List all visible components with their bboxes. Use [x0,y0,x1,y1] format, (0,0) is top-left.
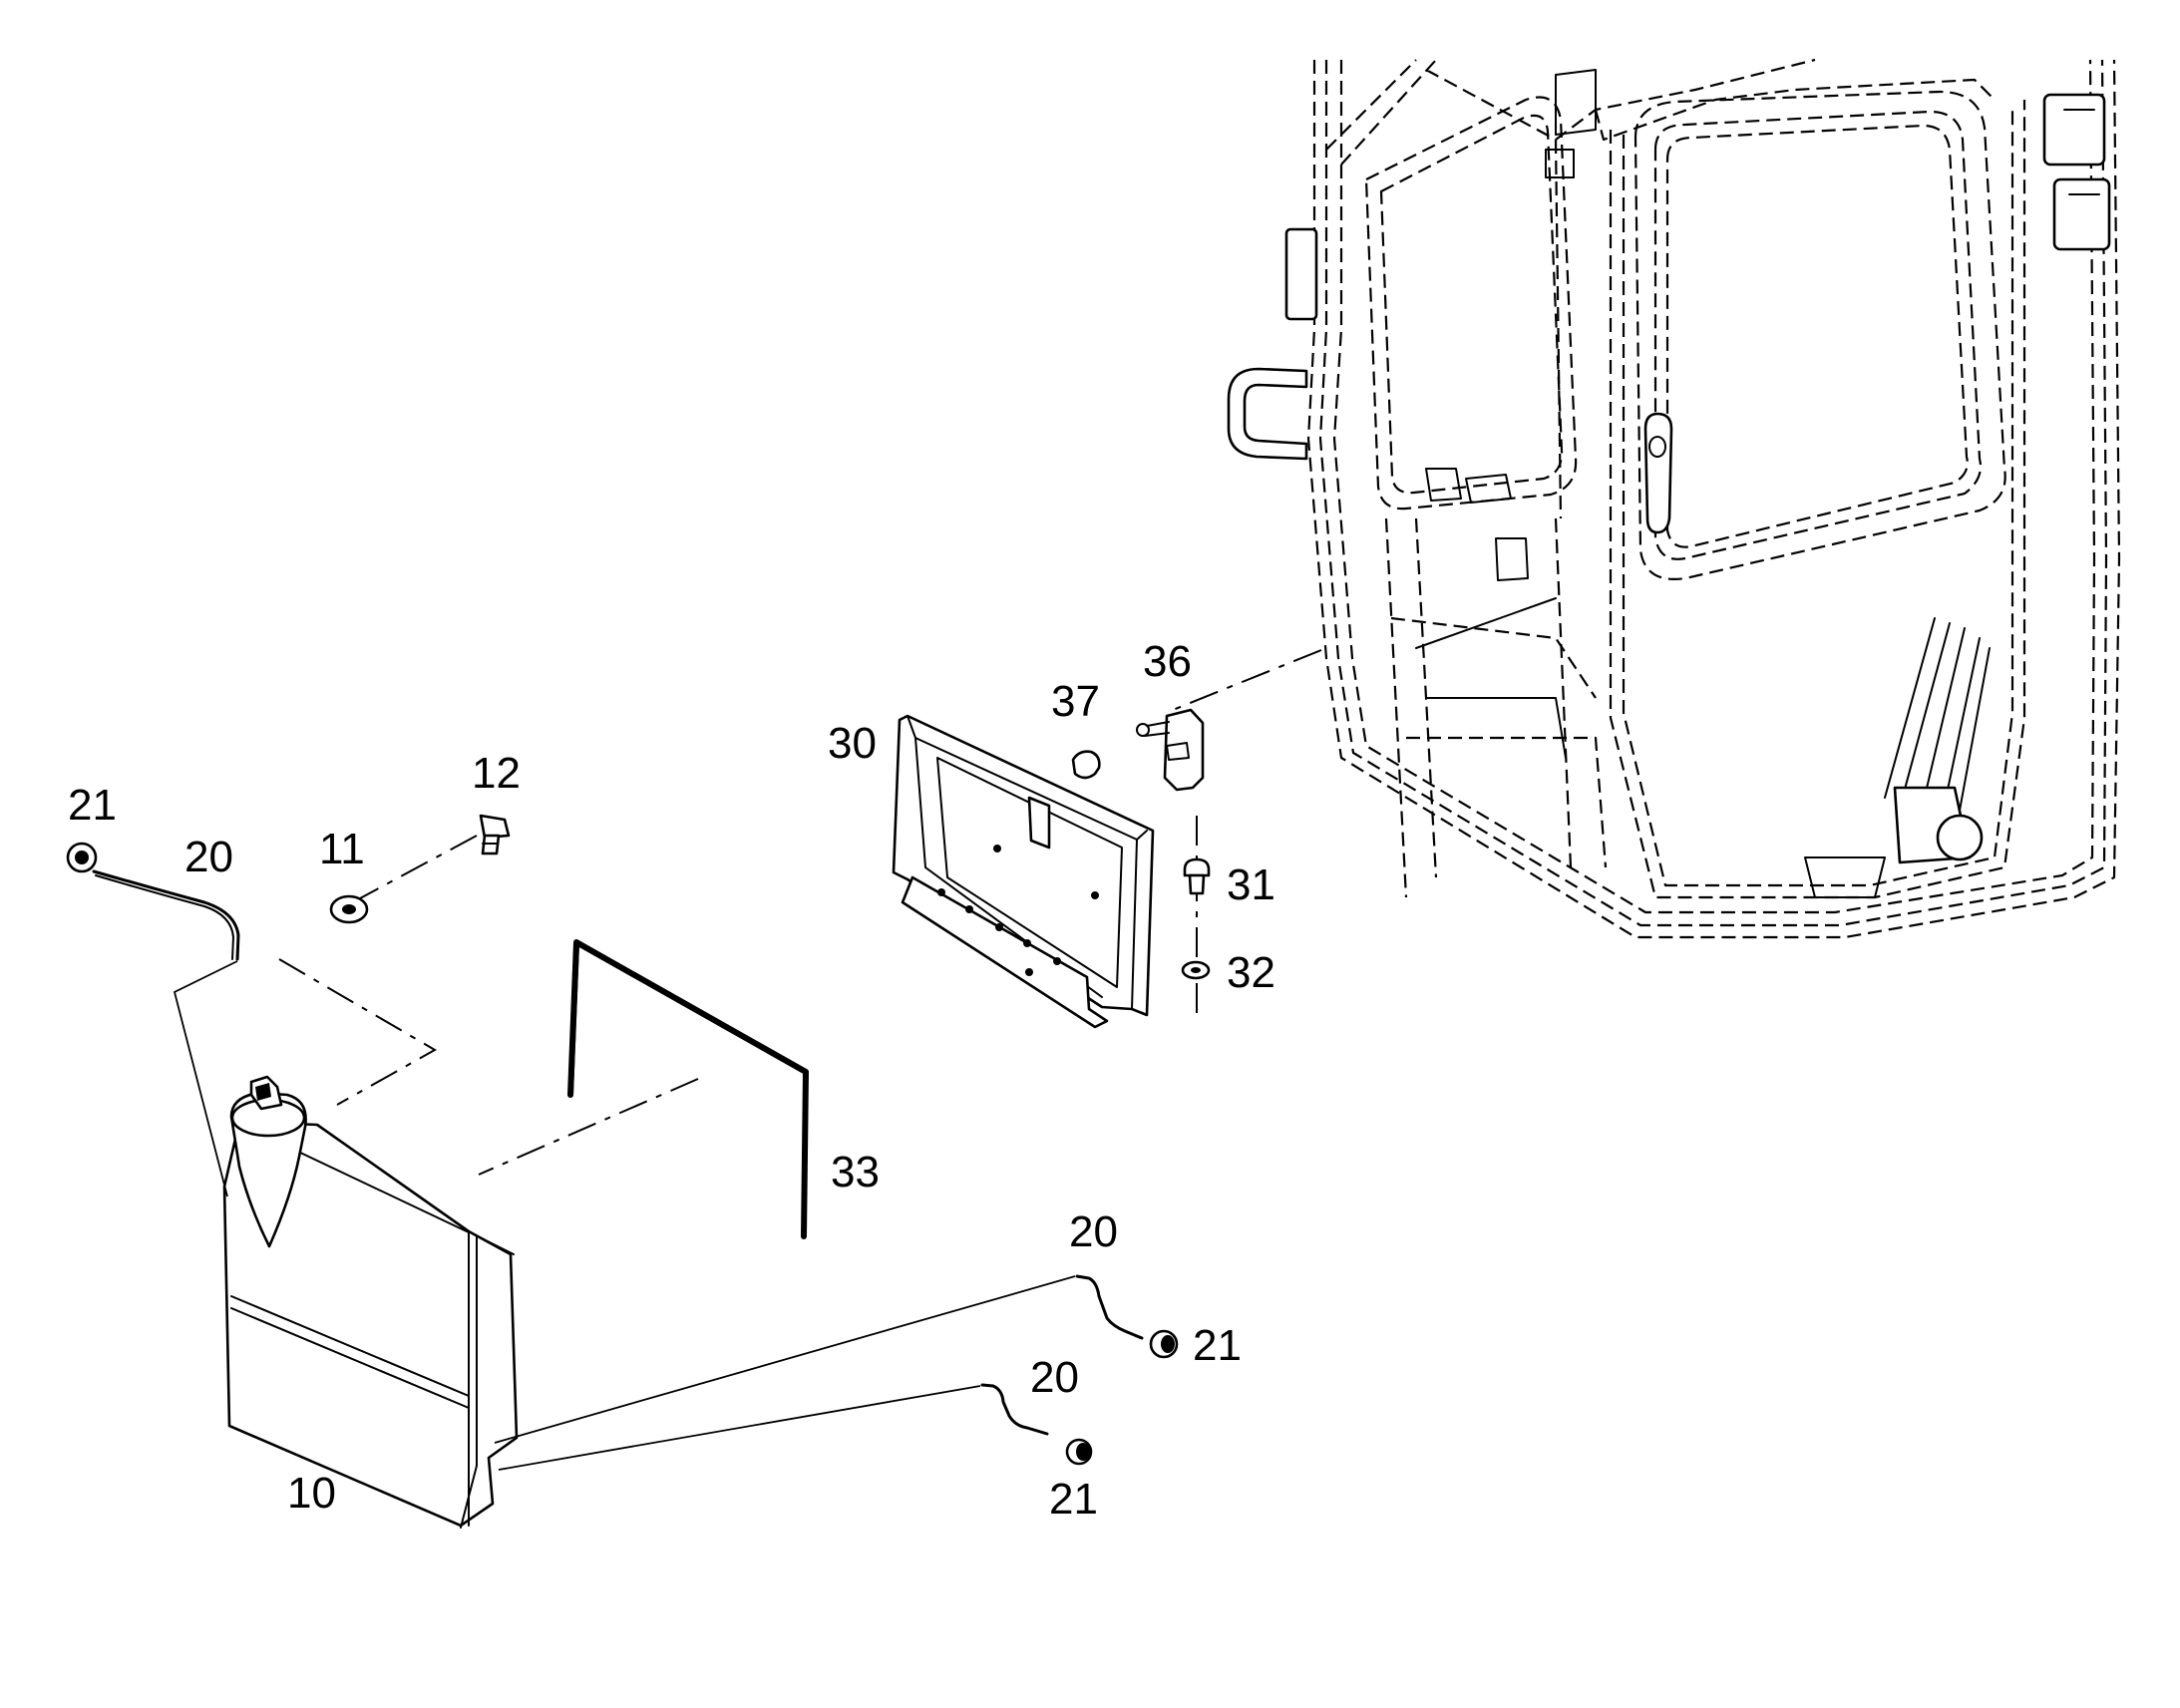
part-31-bolt [1183,857,1211,895]
callout-21-right-lower: 21 [1049,1475,1098,1524]
callout-21-top-left: 21 [68,781,117,830]
part-11-washer [329,894,369,924]
part-10-reservoir-tank [222,1075,519,1529]
part-30-mounting-bracket [892,714,1155,1029]
callout-20-right-upper: 20 [1069,1207,1118,1256]
callout-36: 36 [1143,637,1192,686]
callout-33: 33 [831,1148,880,1196]
callout-21-right-upper: 21 [1193,1321,1242,1370]
part-20-hose-right-lower [980,1383,1049,1436]
part-37-cap [1071,750,1101,780]
part-20-hose-right-upper [1075,1274,1144,1340]
part-21-grommet-right-upper [1149,1329,1179,1359]
leader-20-upper-to-tank [494,1275,1076,1444]
callout-30: 30 [828,719,877,768]
part-33-seal-strip [567,939,809,1239]
assembly-centerlines [278,649,1322,1176]
part-36-latch [1136,708,1205,792]
callout-12: 12 [472,749,521,798]
callout-37: 37 [1051,677,1100,726]
part-32-washer [1181,960,1211,980]
part-21-grommet-right-lower [1065,1438,1093,1466]
leader-20-lower-to-tank [498,1385,981,1471]
part-20-hose-top-left [92,869,240,961]
leader-20-to-tank [173,960,238,1197]
callout-10: 10 [287,1469,336,1518]
part-21-grommet-top-left [66,842,98,873]
part-12-bolt [479,814,511,855]
cab-assembly [1227,58,2121,939]
callout-20-top-left: 20 [184,833,233,881]
callout-32: 32 [1227,948,1275,997]
callout-labels: 10 11 12 20 21 20 21 20 21 30 31 32 33 3… [68,637,1275,1524]
callout-31: 31 [1227,860,1275,909]
callout-11: 11 [319,825,365,873]
callout-20-right-lower: 20 [1030,1353,1079,1402]
